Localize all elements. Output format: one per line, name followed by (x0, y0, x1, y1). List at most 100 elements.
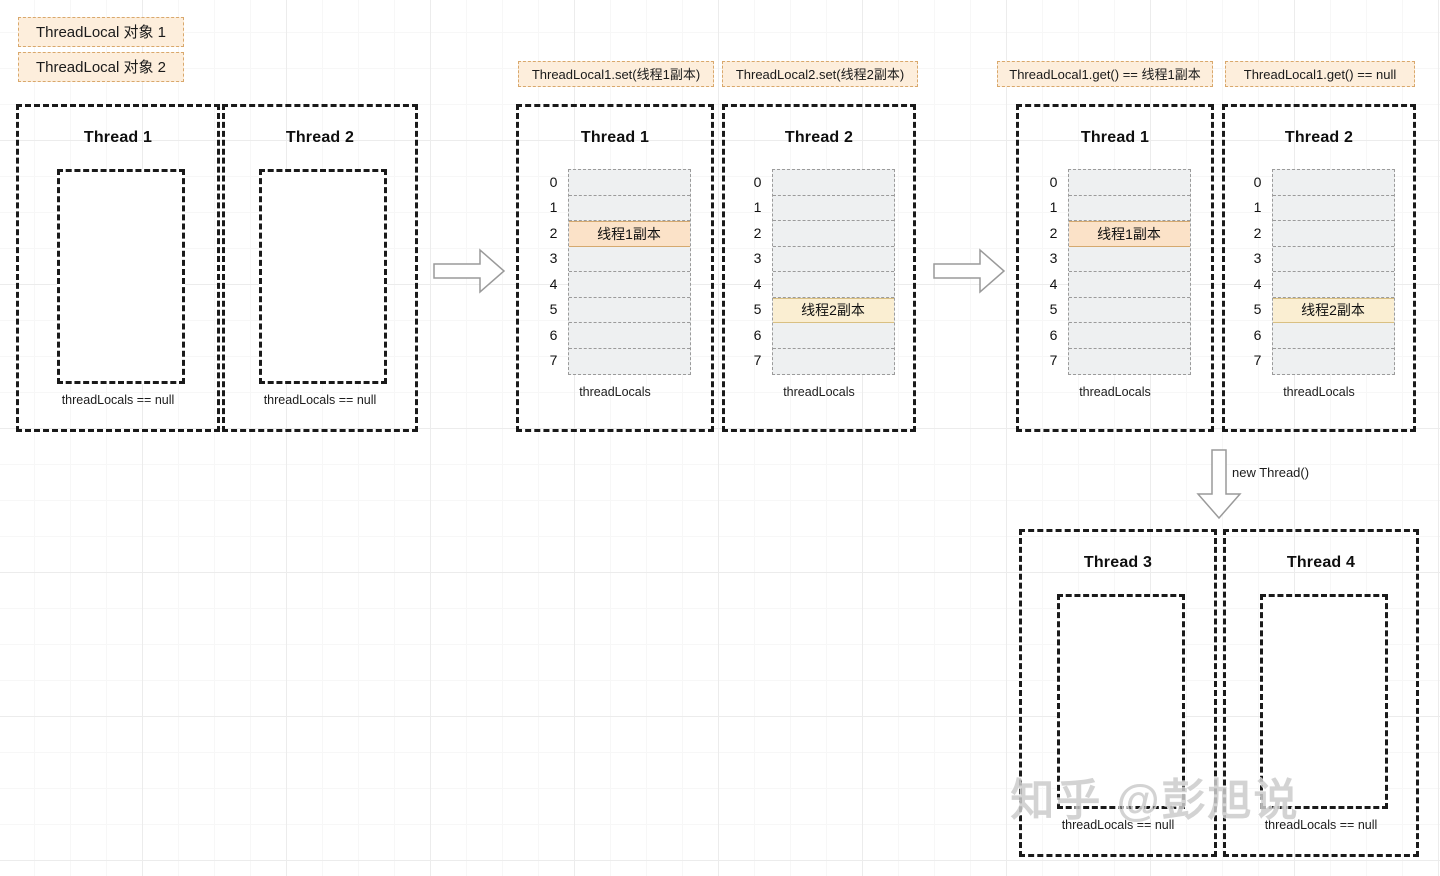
slot-index: 5 (753, 301, 762, 318)
thread-2-initial-caption: threadLocals == null (263, 393, 377, 407)
thread-2-after-get-index-column: 0 1 2 3 4 5 6 7 (1250, 169, 1266, 373)
slot-empty (772, 221, 894, 247)
slot-empty (568, 272, 690, 298)
slot-index: 2 (1253, 224, 1262, 241)
thread-2-after-get: Thread 2 0 1 2 3 4 5 6 7 线程2副本 threadLocals (1222, 104, 1416, 432)
slot-empty (772, 323, 894, 349)
threadlocal1-get-value-op: ThreadLocal1.get() == 线程1副本 (997, 61, 1213, 87)
thread-1-initial-title: Thread 1 (83, 129, 153, 146)
slot-index: 2 (549, 224, 558, 241)
slot-empty (568, 348, 690, 374)
slot-empty (772, 246, 894, 272)
threadlocal-object-2: ThreadLocal 对象 2 (18, 52, 184, 82)
slot-index: 4 (549, 275, 558, 292)
thread-3-new-title: Thread 3 (1083, 554, 1153, 571)
slot-empty (1068, 246, 1190, 272)
slot-index: 3 (1253, 250, 1262, 267)
thread-1-after-set-title: Thread 1 (580, 129, 650, 146)
slot-empty (1272, 170, 1394, 196)
slot-empty (1272, 323, 1394, 349)
thread-2-initial-placeholder (259, 169, 387, 384)
slot-index: 3 (1049, 250, 1058, 267)
slot-empty (1272, 246, 1394, 272)
slot-empty (1068, 170, 1190, 196)
slot-index: 4 (1253, 275, 1262, 292)
thread-2-after-set-index-column: 0 1 2 3 4 5 6 7 (750, 169, 766, 373)
slot-filled: 线程1副本 (568, 221, 690, 247)
thread-1-after-get-slot-table: 线程1副本 (1067, 169, 1191, 375)
slot-empty (772, 170, 894, 196)
slot-empty (1068, 272, 1190, 298)
arrow-new-thread-label: new Thread() (1232, 465, 1310, 480)
thread-2-after-set-title: Thread 2 (784, 129, 854, 146)
slot-index: 2 (753, 224, 762, 241)
thread-2-after-get-title: Thread 2 (1284, 129, 1354, 146)
slot-index: 1 (753, 199, 762, 216)
slot-index: 6 (1049, 326, 1058, 343)
slot-index: 1 (1253, 199, 1262, 216)
arrow-get-transition (932, 248, 1006, 294)
slot-empty (1272, 348, 1394, 374)
slot-index: 3 (549, 250, 558, 267)
slot-index: 1 (549, 199, 558, 216)
slot-empty (568, 170, 690, 196)
slot-empty (1272, 195, 1394, 221)
slot-empty (772, 348, 894, 374)
slot-empty (772, 272, 894, 298)
thread-2-after-get-slot-table: 线程2副本 (1271, 169, 1395, 375)
slot-empty (568, 246, 690, 272)
slot-empty (568, 297, 690, 323)
thread-1-after-set-index-column: 0 1 2 3 4 5 6 7 (546, 169, 562, 373)
thread-1-after-get-title: Thread 1 (1080, 129, 1150, 146)
slot-empty (1068, 348, 1190, 374)
thread-1-initial-caption: threadLocals == null (61, 393, 175, 407)
thread-4-new-placeholder (1260, 594, 1388, 809)
threadlocal1-get-null-op: ThreadLocal1.get() == null (1225, 61, 1415, 87)
thread-1-after-get-caption: threadLocals (1079, 385, 1151, 399)
slot-index: 7 (1049, 352, 1058, 369)
slot-index: 7 (1253, 352, 1262, 369)
threadlocal2-set-op: ThreadLocal2.set(线程2副本) (722, 61, 918, 87)
slot-index: 7 (549, 352, 558, 369)
slot-filled: 线程2副本 (1272, 297, 1394, 323)
slot-index: 0 (549, 173, 558, 190)
threadlocal1-set-op: ThreadLocal1.set(线程1副本) (518, 61, 714, 87)
slot-filled: 线程1副本 (1068, 221, 1190, 247)
slot-index: 5 (549, 301, 558, 318)
slot-index: 6 (549, 326, 558, 343)
thread-1-after-set: Thread 1 0 1 2 3 4 5 6 7 线程1副本 threadLocals (516, 104, 714, 432)
slot-index: 7 (753, 352, 762, 369)
thread-3-new-placeholder (1057, 594, 1185, 809)
arrow-set-transition (432, 248, 506, 294)
thread-2-after-set-slot-table: 线程2副本 (771, 169, 895, 375)
slot-index: 5 (1253, 301, 1262, 318)
slot-index: 2 (1049, 224, 1058, 241)
threadlocal-object-1: ThreadLocal 对象 1 (18, 17, 184, 47)
slot-index: 0 (753, 173, 762, 190)
slot-empty (1272, 221, 1394, 247)
slot-index: 4 (1049, 275, 1058, 292)
slot-empty (568, 323, 690, 349)
slot-index: 6 (753, 326, 762, 343)
arrow-new-thread (1196, 448, 1242, 520)
slot-index: 3 (753, 250, 762, 267)
slot-filled: 线程2副本 (772, 297, 894, 323)
slot-index: 4 (753, 275, 762, 292)
slot-empty (772, 195, 894, 221)
thread-1-initial: Thread 1 threadLocals == null (16, 104, 220, 432)
slot-index: 6 (1253, 326, 1262, 343)
thread-1-after-set-slot-table: 线程1副本 (567, 169, 691, 375)
thread-1-after-set-caption: threadLocals (579, 385, 651, 399)
thread-4-new-caption: threadLocals == null (1264, 818, 1378, 832)
slot-empty (1068, 195, 1190, 221)
slot-index: 0 (1253, 173, 1262, 190)
slot-empty (1272, 272, 1394, 298)
slot-empty (1068, 297, 1190, 323)
slot-index: 5 (1049, 301, 1058, 318)
thread-2-after-get-caption: threadLocals (1283, 385, 1355, 399)
